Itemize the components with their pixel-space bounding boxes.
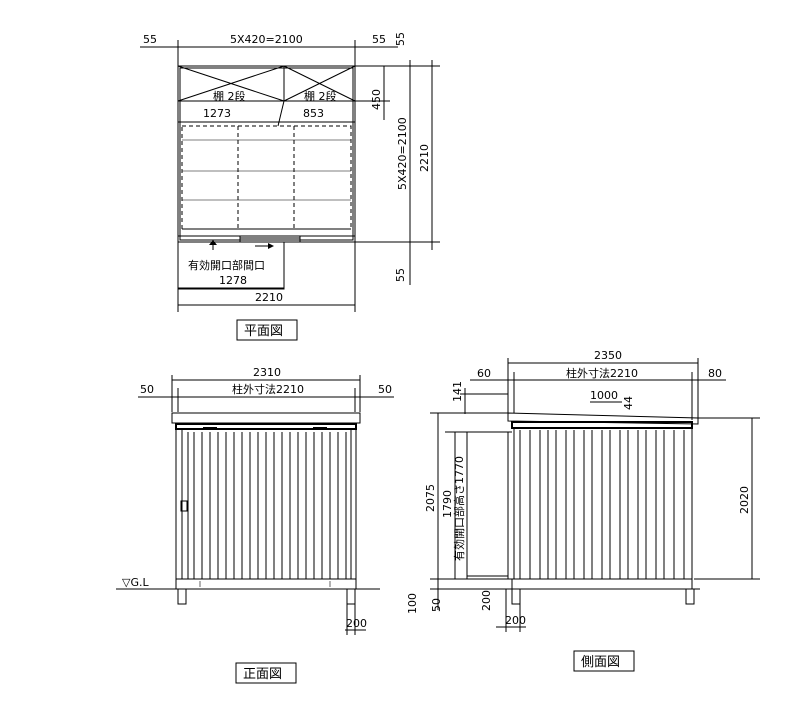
plan-dim-853: 853 [303,107,324,120]
side-dim-col: 柱外寸法2210 [566,366,638,380]
side-dim-2075: 2075 [424,484,437,512]
front-panel-lines [181,430,352,579]
side-dim-right: 80 [708,367,722,380]
plan-dim-bottom-right: 55 [394,268,407,282]
side-dim-141: 141 [451,381,464,402]
plan-opening-label: 有効開口部間口 [188,258,265,272]
front-dim-total: 2310 [253,366,281,379]
side-dim-200a: 200 [480,590,493,611]
front-dim-right: 50 [378,383,392,396]
side-title: 側面図 [581,655,620,670]
plan-shelf-left: 棚 2段 [213,89,246,103]
front-view: 2310 50 柱外寸法2210 50 [116,366,394,684]
side-panel-lines [519,430,685,579]
side-dim-1000: 1000 [590,389,618,402]
side-dim-total: 2350 [594,349,622,362]
plan-dim-left: 55 [143,33,157,46]
plan-dim-top: 5X420=2100 [230,33,303,46]
front-dim-200: 200 [346,617,367,630]
front-title: 正面図 [243,667,282,682]
front-gl: ▽G.L [122,576,149,589]
side-dim-100: 100 [406,593,419,614]
plan-title: 平面図 [244,324,283,339]
side-dim-44: 44 [622,396,635,410]
plan-view: 55 5X420=2100 55 55 棚 2段 棚 2段 1273 853 [140,32,440,341]
side-dim-left: 60 [477,367,491,380]
front-dim-col: 柱外寸法2210 [232,382,304,396]
plan-dim-vert-total: 2210 [418,144,431,172]
plan-shelf-right: 棚 2段 [304,89,337,103]
plan-dim-right-top: 55 [394,32,407,46]
side-view: 2350 60 柱外寸法2210 80 141 1000 44 [406,349,760,672]
plan-opening-width: 1278 [219,274,247,287]
side-opening-height: 有効開口部高さ1770 [452,456,466,561]
side-dim-1790: 1790 [441,490,454,518]
plan-dim-vert-inner: 5X420=2100 [396,117,409,190]
front-dim-left: 50 [140,383,154,396]
side-dim-200b: 200 [505,614,526,627]
side-dim-50: 50 [430,598,443,612]
side-dim-2020: 2020 [738,486,751,514]
plan-dim-1273: 1273 [203,107,231,120]
plan-dim-450: 450 [370,89,383,110]
plan-dim-right: 55 [372,33,386,46]
plan-dim-width: 2210 [255,291,283,304]
